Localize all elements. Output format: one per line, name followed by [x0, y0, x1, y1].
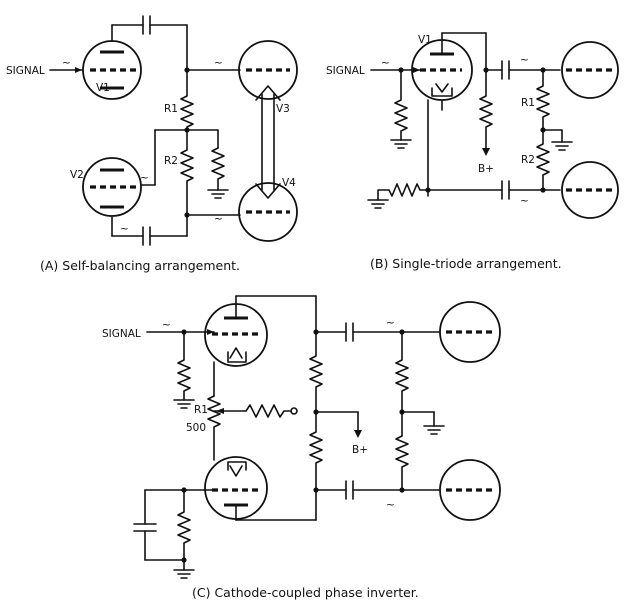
- b-output-tube-top: [561, 41, 619, 99]
- a-ac-symbol: ~: [140, 172, 149, 184]
- b-ac-symbol: ~: [520, 195, 529, 207]
- a-ac-symbol: ~: [62, 57, 71, 69]
- diagram-c: SIGNAL ~ B+ R1: [102, 295, 501, 600]
- b-output-tube-bottom: [561, 161, 619, 219]
- a-tube-v4: [238, 182, 298, 242]
- a-v2-label: V2: [70, 169, 84, 181]
- diagram-a: SIGNAL ~ V1 ~ R1: [6, 15, 298, 273]
- c-r1-label: R1: [194, 404, 208, 416]
- b-bplus-label: B+: [478, 163, 494, 175]
- b-signal-label: SIGNAL: [326, 65, 365, 77]
- b-v1-label: V1: [418, 34, 432, 46]
- b-ac-symbol: ~: [520, 54, 529, 66]
- a-v4-label: V4: [282, 177, 296, 189]
- a-tube-v1: [82, 40, 142, 100]
- b-r2-label: R2: [521, 154, 535, 166]
- c-output-tube-bottom: [439, 459, 501, 521]
- a-tube-v2: [82, 157, 142, 217]
- a-caption: (A) Self-balancing arrangement.: [40, 258, 240, 273]
- a-r2-label: R2: [164, 155, 178, 167]
- a-tube-v3: [238, 40, 298, 100]
- a-r1-label: R1: [164, 103, 178, 115]
- c-caption: (C) Cathode-coupled phase inverter.: [192, 585, 419, 600]
- c-ac-symbol: ~: [386, 317, 395, 329]
- c-output-tube-top: [439, 301, 501, 363]
- a-ac-symbol: ~: [120, 223, 129, 235]
- a-ac-symbol: ~: [214, 57, 223, 69]
- c-bplus-label: B+: [352, 444, 368, 456]
- c-ac-symbol: ~: [386, 499, 395, 511]
- diagram-b: SIGNAL ~ V1 B+: [326, 32, 619, 271]
- c-signal-label: SIGNAL: [102, 328, 141, 340]
- a-v3-label: V3: [276, 103, 290, 115]
- b-ac-symbol: ~: [381, 57, 390, 69]
- a-balance-arrow: [255, 85, 281, 199]
- a-signal-label: SIGNAL: [6, 65, 45, 77]
- c-r1-value: 500: [186, 422, 206, 434]
- b-r1-label: R1: [521, 97, 535, 109]
- b-caption: (B) Single-triode arrangement.: [370, 256, 562, 271]
- c-ac-symbol: ~: [162, 319, 171, 331]
- a-v1-label: V1: [96, 82, 110, 94]
- a-ac-symbol: ~: [214, 213, 223, 225]
